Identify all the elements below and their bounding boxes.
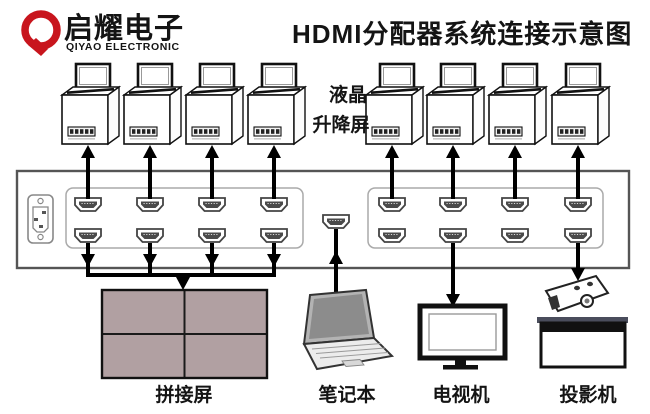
input-arrow-from-laptop <box>329 229 343 295</box>
lift-screen-6 <box>425 62 486 146</box>
lift-screen-2 <box>122 62 183 146</box>
lift-screen-label-line1: 液晶 <box>329 83 367 106</box>
hdmi-output-port <box>378 197 406 212</box>
lift-screen-7 <box>487 62 548 146</box>
lift-screen-label-line2: 升降屏 <box>312 113 369 136</box>
hdmi-output-port <box>378 228 406 243</box>
page-title: HDMI分配器系统连接示意图 <box>292 19 632 49</box>
lift-screen-3 <box>184 62 245 146</box>
hdmi-output-port <box>74 228 102 243</box>
brand-name: 启耀电子 <box>64 12 184 45</box>
tv <box>417 303 508 370</box>
laptop <box>302 288 395 371</box>
brand-logo: 启耀电子 QIYAO ELECTRONIC <box>21 10 184 56</box>
lift-screen-5 <box>364 62 425 146</box>
hdmi-output-port <box>198 228 226 243</box>
hdmi-output-port <box>136 228 164 243</box>
hdmi-output-port <box>198 197 226 212</box>
brand-subtitle: QIYAO ELECTRONIC <box>66 41 180 53</box>
hdmi-output-port <box>439 228 467 243</box>
hdmi-output-port <box>260 228 288 243</box>
output-arrow-to-projector <box>571 243 585 281</box>
video-wall <box>100 288 269 380</box>
hdmi-output-port <box>501 197 529 212</box>
hdmi-input-port <box>322 214 350 229</box>
hdmi-output-port <box>564 228 592 243</box>
output-port-group-right <box>367 187 604 249</box>
projector <box>537 274 628 369</box>
laptop-label: 笔记本 <box>318 383 375 406</box>
projector-label: 投影机 <box>559 383 616 406</box>
hdmi-output-port <box>501 228 529 243</box>
screw-icon <box>37 197 44 205</box>
vent-grille-icon <box>548 295 560 310</box>
hdmi-output-port <box>260 197 288 212</box>
hdmi-output-port <box>564 197 592 212</box>
hdmi-output-port <box>136 197 164 212</box>
lift-screen-8 <box>550 62 611 146</box>
lift-screen-4 <box>246 62 307 146</box>
lift-screen-1 <box>60 62 121 146</box>
tv-label: 电视机 <box>432 383 489 406</box>
splitter-box <box>15 169 631 270</box>
qiyao-q-icon <box>21 10 61 56</box>
projection-screen <box>537 317 628 369</box>
output-bus-to-video-wall <box>81 243 281 290</box>
hdmi-output-port <box>439 197 467 212</box>
output-arrow-to-tv <box>446 243 460 307</box>
screw-icon <box>37 233 44 241</box>
output-arrows-to-lift-screens <box>81 145 585 199</box>
video-wall-label: 拼接屏 <box>155 383 212 406</box>
hdmi-output-port <box>74 197 102 212</box>
power-inlet <box>27 194 54 244</box>
output-port-group-left <box>65 187 304 249</box>
